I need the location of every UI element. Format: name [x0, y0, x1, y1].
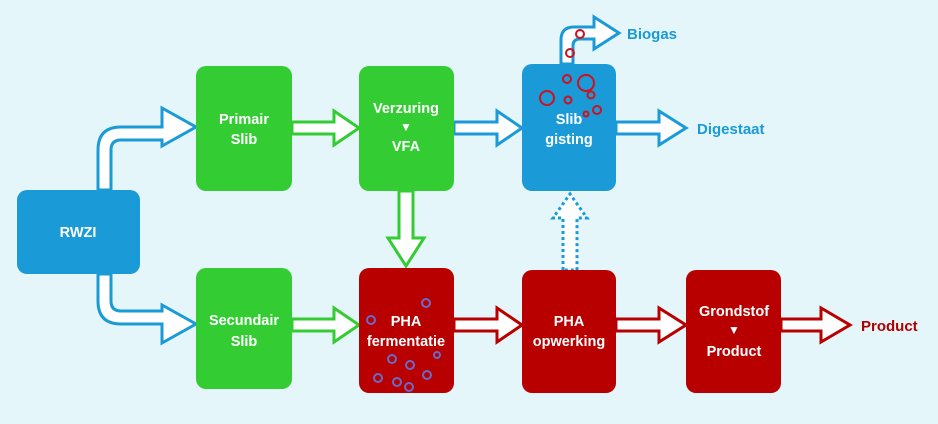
opwerking-to-gisting-dotted-arrow: [550, 191, 590, 272]
secundair-to-fermentatie-arrow: [290, 305, 362, 345]
primair-slib-box: [196, 66, 292, 191]
biogas-label: Biogas: [627, 26, 677, 43]
biogas-bubbles-icon: [539, 29, 602, 118]
primair-slib-label-line1: Primair: [219, 112, 269, 128]
verzuring-label-marker: ▼: [400, 120, 412, 134]
digestaat-label: Digestaat: [697, 121, 765, 138]
pha-fermentatie-box: [359, 268, 454, 393]
primair-to-verzuring-arrow: [290, 108, 362, 148]
slib-gisting-box: [522, 64, 616, 191]
rwzi-to-secundair-arrow: [96, 272, 200, 346]
verzuring-label-line1: Verzuring: [373, 101, 439, 117]
verzuring-to-gisting-arrow: [452, 108, 525, 148]
pha-granules-icon: [366, 298, 441, 392]
secundair-slib-label-line2: Slib: [231, 334, 258, 350]
secundair-slib-label-line1: Secundair: [209, 313, 279, 329]
pha-fermentatie-label-line2: fermentatie: [367, 334, 445, 350]
pha-fermentatie-label-line1: PHA: [391, 314, 422, 330]
verzuring-label-line3: VFA: [392, 139, 421, 155]
gisting-to-biogas-arrow: [559, 14, 622, 66]
pha-opwerking-label-line2: opwerking: [533, 334, 606, 350]
rwzi-label: RWZI: [60, 225, 97, 241]
rwzi-box: [17, 190, 140, 274]
pha-opwerking-box: [522, 270, 616, 393]
slib-gisting-label-line2: gisting: [545, 132, 593, 148]
grondstof-label-marker: ▼: [728, 323, 740, 337]
opwerking-to-grondstof-arrow: [614, 305, 689, 345]
grondstof-label-line1: Grondstof: [699, 304, 769, 320]
fermentatie-to-opwerking-arrow: [452, 305, 525, 345]
grondstof-box: [686, 270, 781, 393]
verzuring-to-fermentatie-arrow: [385, 189, 427, 269]
slib-gisting-label-line1: Slib: [556, 112, 583, 128]
grondstof-to-product-arrow: [779, 305, 853, 345]
primair-slib-label-line2: Slib: [231, 132, 258, 148]
secundair-slib-box: [196, 268, 292, 389]
rwzi-to-primair-arrow: [96, 105, 200, 192]
pha-opwerking-label-line1: PHA: [554, 314, 585, 330]
product-label: Product: [861, 318, 918, 335]
verzuring-box: [359, 66, 454, 191]
grondstof-label-line3: Product: [707, 344, 762, 360]
gisting-to-digestaat-arrow: [614, 108, 689, 148]
